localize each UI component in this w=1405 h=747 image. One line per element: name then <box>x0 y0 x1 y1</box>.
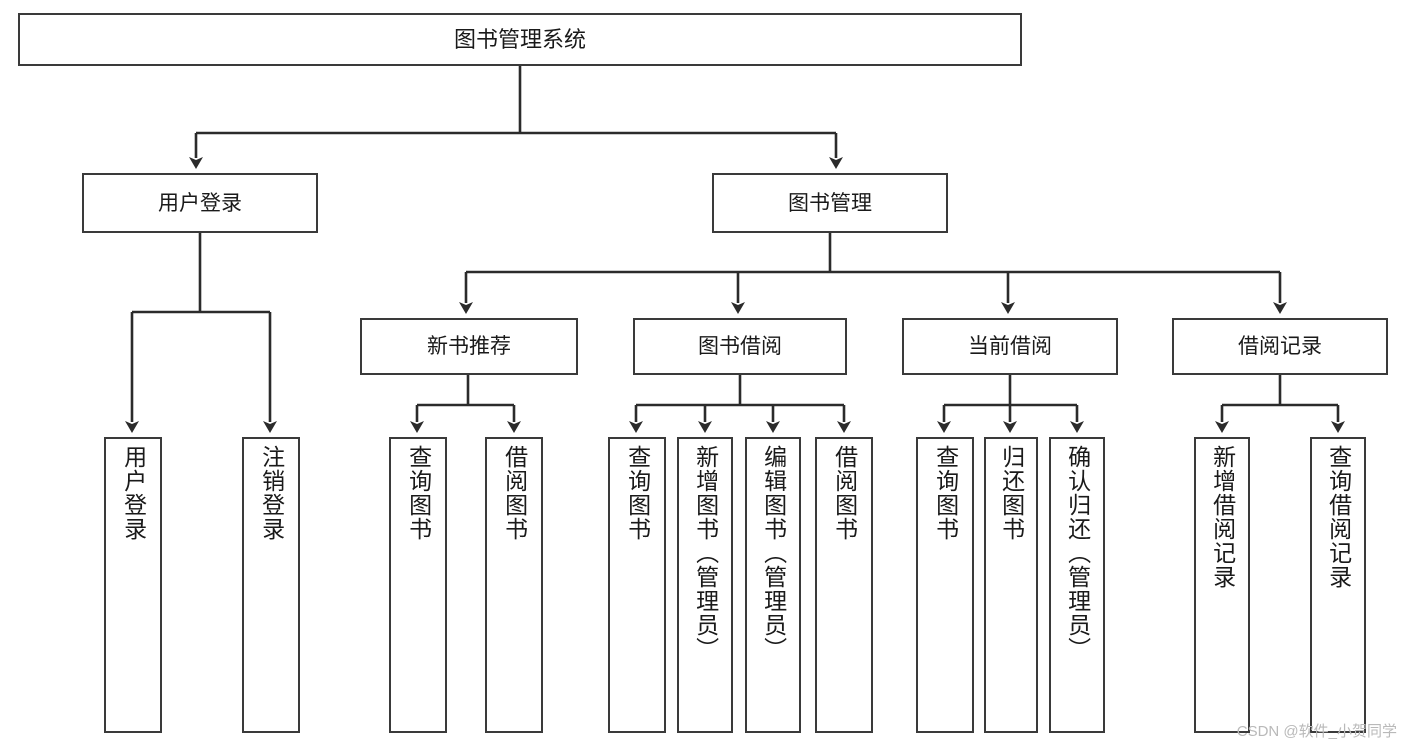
leaf-user-login[interactable]: 用户登录 <box>104 437 162 733</box>
leaf-confirm-return-admin[interactable]: 确认归还（管理员） <box>1049 437 1105 733</box>
leaf-borrow-book[interactable]: 借阅图书 <box>815 437 873 733</box>
node-user-login[interactable]: 用户登录 <box>82 173 318 233</box>
node-label: 归还图书 <box>998 445 1025 541</box>
node-root[interactable]: 图书管理系统 <box>18 13 1022 66</box>
node-label: 查询图书 <box>624 445 651 541</box>
node-label: 图书管理 <box>788 191 872 215</box>
node-book-borrow[interactable]: 图书借阅 <box>633 318 847 375</box>
node-label: 图书管理系统 <box>453 26 586 52</box>
node-label: 查询图书 <box>932 445 959 541</box>
node-label: 用户登录 <box>158 191 242 215</box>
leaf-return-book[interactable]: 归还图书 <box>984 437 1038 733</box>
leaf-add-book-admin[interactable]: 新增图书（管理员） <box>677 437 733 733</box>
node-label: 注销登录 <box>258 445 285 541</box>
leaf-query-book-recommend[interactable]: 查询图书 <box>389 437 447 733</box>
node-label: 图书借阅 <box>698 335 782 358</box>
node-borrow-record[interactable]: 借阅记录 <box>1172 318 1388 375</box>
node-book-management[interactable]: 图书管理 <box>712 173 948 233</box>
node-label: 借阅图书 <box>501 445 528 541</box>
node-label: 当前借阅 <box>968 335 1052 358</box>
node-current-borrow[interactable]: 当前借阅 <box>902 318 1118 375</box>
node-label: 编辑图书（管理员） <box>760 445 787 661</box>
leaf-edit-book-admin[interactable]: 编辑图书（管理员） <box>745 437 801 733</box>
node-label: 新增借阅记录 <box>1209 445 1236 589</box>
leaf-borrow-book-recommend[interactable]: 借阅图书 <box>485 437 543 733</box>
node-label: 查询借阅记录 <box>1325 445 1352 589</box>
leaf-logout[interactable]: 注销登录 <box>242 437 300 733</box>
node-label: 新增图书（管理员） <box>692 445 719 661</box>
node-new-book-recommend[interactable]: 新书推荐 <box>360 318 578 375</box>
leaf-query-book-borrow[interactable]: 查询图书 <box>608 437 666 733</box>
node-label: 新书推荐 <box>427 335 511 358</box>
node-label: 查询图书 <box>405 445 432 541</box>
leaf-query-borrow-record[interactable]: 查询借阅记录 <box>1310 437 1366 733</box>
leaf-query-book-current[interactable]: 查询图书 <box>916 437 974 733</box>
node-label: 用户登录 <box>120 445 147 541</box>
leaf-add-borrow-record[interactable]: 新增借阅记录 <box>1194 437 1250 733</box>
node-label: 借阅记录 <box>1238 335 1322 358</box>
watermark: CSDN @软件_小贺同学 <box>1236 723 1397 740</box>
node-label: 借阅图书 <box>831 445 858 541</box>
node-label: 确认归还（管理员） <box>1064 445 1091 661</box>
